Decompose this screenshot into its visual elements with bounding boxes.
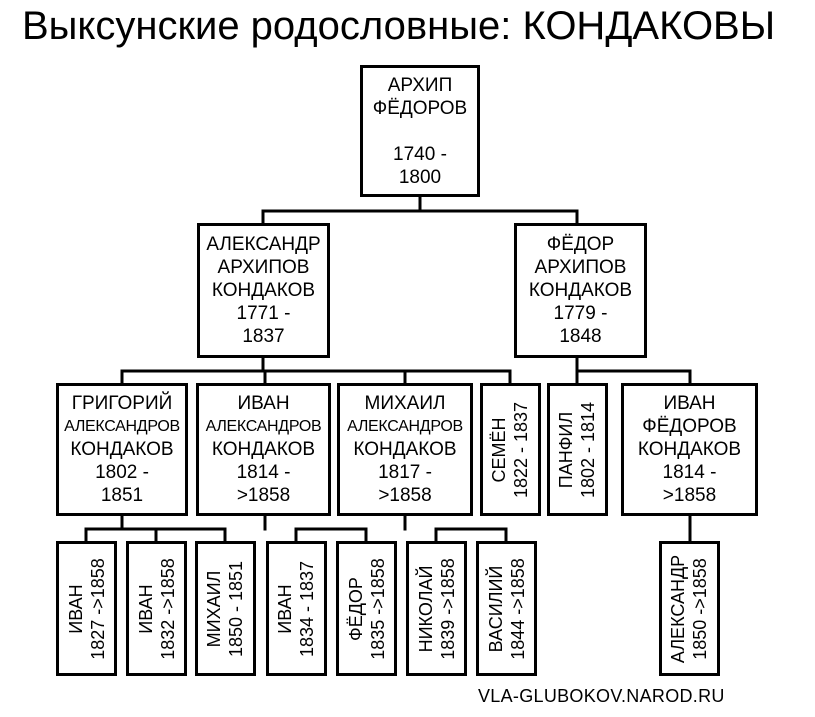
surname-line: КОНДАКОВ (211, 439, 316, 460)
surname-line: КОНДАКОВ (211, 280, 316, 301)
name-line: НИКОЛАЙ (415, 565, 436, 652)
name-line: ИВАН (135, 583, 156, 634)
years-line: 1844 ->1858 (507, 557, 528, 660)
years-line: 1802 - (95, 462, 149, 483)
website-link[interactable]: VLA-GLUBOKOV.NAROD.RU (478, 686, 725, 706)
name-line: АЛЕКСАНДР (668, 554, 689, 663)
years-line: 1839 ->1858 (437, 557, 458, 660)
name-line: ИВАН (65, 583, 86, 634)
name-line: ВАСИЛИЙ (485, 565, 506, 652)
years-line: 1822 - 1837 (511, 401, 532, 498)
years-line: 1817 - (378, 462, 432, 483)
name-line: МИХАИЛ (204, 570, 225, 647)
person-arkhip-fedorov: АРХИП ФЁДОРОВ 1740 - 1800 (360, 65, 480, 197)
surname-line: КОНДАКОВ (528, 280, 633, 301)
person-ivan-1832: ИВАН 1832 ->1858 (126, 541, 187, 676)
years-line: 1834 - 1837 (297, 560, 318, 657)
years-line: 1802 - 1814 (578, 401, 599, 498)
name-line: ИВАН (275, 583, 296, 634)
years-line: 1832 ->1858 (157, 557, 178, 660)
name-line: ИВАН (237, 393, 290, 414)
person-nikolai-1839: НИКОЛАЙ 1839 ->1858 (406, 541, 467, 676)
years-line: 1837 (242, 326, 285, 347)
patronymic-line: АЛЕКСАНДРОВ (205, 418, 322, 435)
person-ivan-1827: ИВАН 1827 ->1858 (56, 541, 117, 676)
surname-line: КОНДАКОВ (353, 439, 457, 460)
years-line: >1858 (236, 485, 291, 506)
name-line: АЛЕКСАНДР (206, 234, 321, 255)
years-line: 1800 (398, 166, 442, 188)
patronymic-line: АЛЕКСАНДРОВ (64, 418, 180, 435)
years-line: 1779 - (553, 303, 608, 324)
years-line: >1858 (378, 485, 432, 506)
years-line: 1850 - 1851 (226, 560, 247, 657)
years-line: 1835 ->1858 (367, 557, 388, 660)
years-line: >1858 (662, 485, 717, 506)
person-ivan-fedorov-kondakov: ИВАН ФЁДОРОВ КОНДАКОВ 1814 - >1858 (621, 383, 758, 516)
years-line: 1848 (559, 326, 602, 347)
surname-line: КОНДАКОВ (70, 439, 174, 460)
name-line: МИХАИЛ (364, 393, 446, 414)
years-line: 1814 - (662, 462, 717, 483)
person-vasiliy-1844: ВАСИЛИЙ 1844 ->1858 (476, 541, 537, 676)
years-line: 1827 ->1858 (87, 557, 108, 660)
name-line: ГРИГОРИЙ (71, 393, 173, 414)
patronymic-line: АЛЕКСАНДРОВ (347, 418, 463, 435)
patronymic-line: АРХИПОВ (534, 257, 627, 278)
spacer-line (373, 120, 467, 143)
years-line: 1814 - (236, 462, 291, 483)
years-line: 1740 - (393, 143, 447, 165)
name-line: ПАНФИЛ (556, 411, 577, 488)
person-grigoriy-alexandrov-kondakov: ГРИГОРИЙ АЛЕКСАНДРОВ КОНДАКОВ 1802 - 185… (56, 383, 188, 516)
years-line: 1851 (100, 485, 144, 506)
patronymic-line: ФЁДОРОВ (372, 97, 468, 119)
name-line: ФЁДОР (345, 576, 366, 641)
person-fedor-1835: ФЁДОР 1835 ->1858 (336, 541, 397, 676)
name-line: ИВАН (663, 393, 716, 414)
name-line: СЕМЁН (489, 417, 510, 483)
person-semen: СЕМЁН 1822 - 1837 (480, 383, 541, 516)
name-line: АРХИП (387, 74, 453, 96)
years-line: 1850 ->1858 (690, 557, 711, 660)
patronymic-line: ФЁДОРОВ (642, 416, 737, 437)
person-fedor-arkhipov-kondakov: ФЁДОР АРХИПОВ КОНДАКОВ 1779 - 1848 (514, 223, 647, 358)
person-ivan-1834: ИВАН 1834 - 1837 (266, 541, 327, 676)
person-alexandr-1850: АЛЕКСАНДР 1850 ->1858 (659, 541, 720, 676)
name-line: ФЁДОР (546, 234, 615, 255)
page-title: Выксунские родословные: КОНДАКОВЫ (22, 4, 776, 48)
person-alexandr-arkhipov-kondakov: АЛЕКСАНДР АРХИПОВ КОНДАКОВ 1771 - 1837 (197, 223, 330, 358)
years-line: 1771 - (236, 303, 291, 324)
patronymic-line: АРХИПОВ (217, 257, 310, 278)
person-panfil: ПАНФИЛ 1802 - 1814 (547, 383, 608, 516)
person-ivan-alexandrov-kondakov: ИВАН АЛЕКСАНДРОВ КОНДАКОВ 1814 - >1858 (196, 383, 331, 516)
surname-line: КОНДАКОВ (637, 439, 742, 460)
person-mikhail-1850: МИХАИЛ 1850 - 1851 (195, 541, 256, 676)
person-mikhail-alexandrov-kondakov: МИХАИЛ АЛЕКСАНДРОВ КОНДАКОВ 1817 - >1858 (337, 383, 473, 516)
